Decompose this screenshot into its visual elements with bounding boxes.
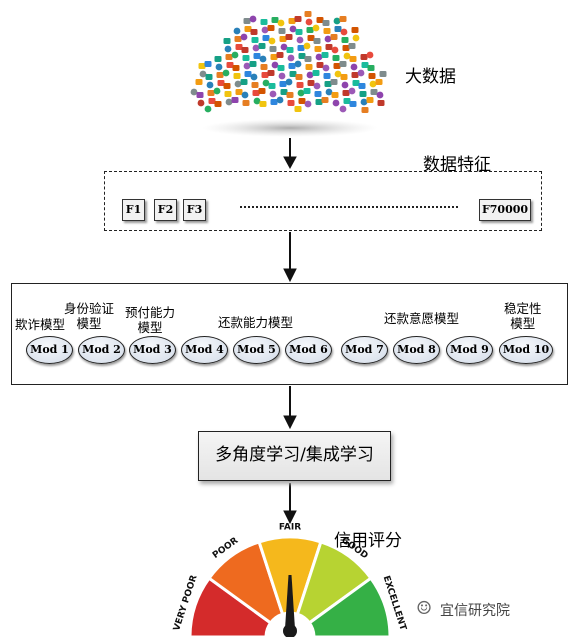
gauge-hub	[283, 624, 297, 637]
features-box: F1 F2 F3 F70000	[104, 171, 542, 231]
cloud-shadow	[202, 119, 378, 137]
big-data-cloud-icon	[190, 11, 387, 113]
model-node: Mod 2	[78, 336, 125, 364]
watermark: 宜信研究院	[440, 603, 510, 619]
model-node: Mod 8	[393, 336, 440, 364]
arrow-learning-to-gauge	[283, 483, 297, 525]
ensemble-learning-box: 多角度学习/集成学习	[198, 431, 391, 481]
gauge-band-label: FAIR	[279, 523, 301, 533]
model-label-fraud: 欺诈模型	[15, 317, 66, 332]
arrow-features-to-models	[283, 232, 297, 283]
wechat-icon: ☺	[416, 598, 433, 619]
model-label-repay-willingness: 还款意愿模型	[384, 311, 460, 326]
model-label-repay-ability: 还款能力模型	[218, 315, 294, 330]
feature-f1: F1	[122, 199, 145, 221]
credit-score-label: 信用评分	[334, 531, 402, 551]
model-node: Mod 5	[233, 336, 280, 364]
model-node: Mod 3	[129, 336, 176, 364]
big-data-label: 大数据	[405, 67, 456, 87]
gauge-needle	[285, 575, 295, 629]
arrow-cloud-to-features	[283, 138, 297, 170]
model-label-prepay: 预付能力 模型	[125, 305, 176, 335]
model-label-stability: 稳定性 模型	[504, 301, 542, 331]
models-box: 欺诈模型 身份验证 模型 预付能力 模型 还款能力模型 还款意愿模型 稳定性 模…	[11, 283, 568, 385]
arrow-models-to-learning	[283, 386, 297, 430]
feature-f70000: F70000	[479, 199, 531, 221]
ellipsis-dots	[240, 194, 458, 208]
model-label-identity: 身份验证 模型	[64, 301, 115, 331]
model-node: Mod 10	[499, 336, 553, 364]
data-features-label: 数据特征	[423, 155, 491, 175]
model-node: Mod 6	[285, 336, 332, 364]
model-node: Mod 7	[341, 336, 388, 364]
model-node: Mod 1	[26, 336, 73, 364]
feature-f3: F3	[183, 199, 206, 221]
model-node: Mod 4	[181, 336, 228, 364]
feature-f2: F2	[154, 199, 177, 221]
model-node: Mod 9	[446, 336, 493, 364]
